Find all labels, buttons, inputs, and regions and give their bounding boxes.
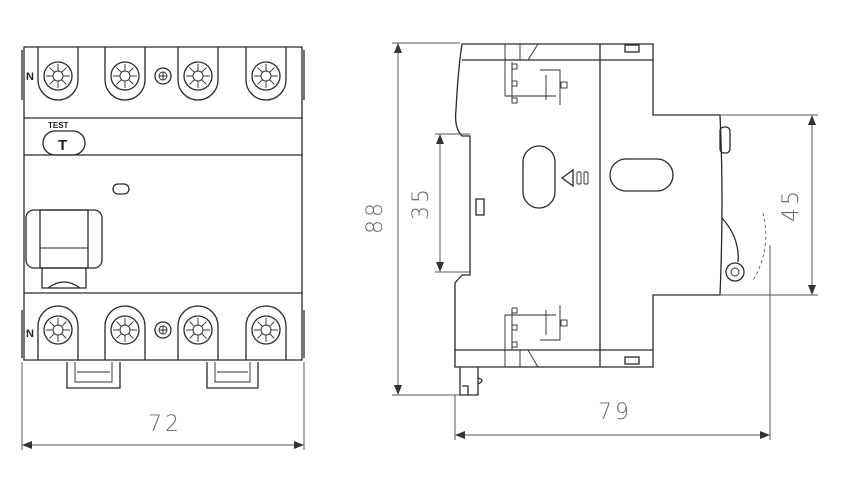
depth-dimension-label: 79: [598, 400, 632, 425]
din-rail-dimension-label: 35: [409, 186, 434, 220]
terminal-screw[interactable]: [177, 305, 219, 360]
toggle-knob[interactable]: [725, 262, 745, 282]
terminal-screw[interactable]: [104, 47, 146, 101]
earth-screw: [154, 67, 172, 85]
din-clip-foot: [459, 367, 483, 396]
din-clip-right: [206, 362, 259, 389]
terminal-screw[interactable]: [177, 47, 219, 101]
toggle-lever[interactable]: [25, 209, 103, 289]
earth-screw: [154, 321, 172, 339]
side-slot-oval: [522, 145, 556, 209]
bottom-latch: [624, 356, 640, 365]
terminal-screw[interactable]: [104, 305, 146, 360]
terminal-screw[interactable]: [245, 47, 287, 101]
arrow-mark: [576, 171, 582, 185]
terminal-group: [37, 47, 287, 360]
neutral-label-top: N: [26, 71, 34, 83]
depth-dimension: 79: [454, 245, 771, 440]
lever-slot-oval: [609, 158, 674, 192]
toggle-swing-path: [751, 212, 767, 283]
front-face-dimension: 45: [720, 114, 818, 296]
bottom-terminal-mechanism: [504, 305, 568, 368]
neutral-label-bottom: N: [26, 328, 34, 340]
terminal-screw[interactable]: [245, 305, 287, 360]
terminal-screw[interactable]: [37, 47, 79, 101]
front-view: N N TEST T 72: [21, 46, 305, 450]
test-button-glyph: T: [58, 137, 67, 154]
din-clip-tab: [475, 198, 485, 216]
top-terminal-mechanism: [504, 43, 568, 105]
terminal-screw[interactable]: [37, 305, 79, 360]
width-dimension: 72: [21, 362, 305, 450]
status-indicator: [112, 183, 130, 195]
width-dimension-label: 72: [148, 412, 182, 437]
side-body-outline: [454, 43, 723, 368]
test-label: TEST: [48, 121, 69, 130]
front-face-dimension-label: 45: [779, 188, 804, 222]
din-rail-dimension: 35: [409, 133, 470, 273]
front-test-button[interactable]: [719, 126, 731, 154]
arrow-mark: [583, 171, 589, 185]
din-clip-left: [66, 362, 121, 389]
toggle-arm: [721, 217, 739, 263]
test-button[interactable]: [42, 130, 86, 156]
top-latch: [624, 44, 640, 53]
direction-arrow-icon: [560, 168, 574, 188]
height-dimension: 88: [363, 42, 460, 396]
height-dimension-label: 88: [363, 200, 388, 234]
front-body-outline: [21, 46, 305, 361]
side-view: 88 35 45 79: [363, 42, 818, 440]
